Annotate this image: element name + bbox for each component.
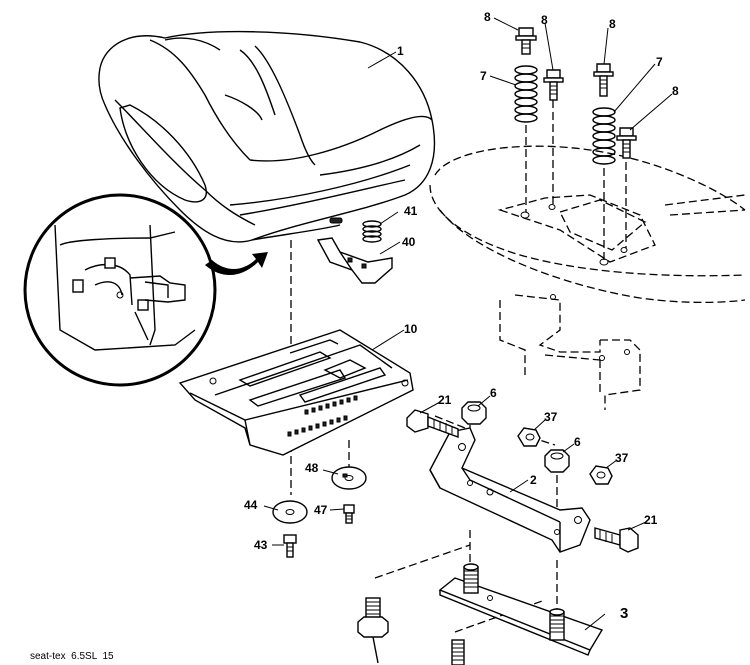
callout-3: 3 (620, 605, 628, 622)
leader-lines (263, 17, 673, 631)
callout-7-a: 7 (480, 69, 487, 83)
callout-8-b: 8 (541, 13, 548, 27)
callout-6-a: 6 (490, 386, 497, 400)
detail-arrow (205, 252, 268, 276)
figure-code: seat-tex 6.5SL 15 (30, 651, 114, 662)
callout-8-d: 8 (672, 84, 679, 98)
seat-bracket (429, 427, 591, 553)
spring-7-b (592, 107, 616, 165)
screw-43 (283, 534, 297, 558)
bolt-8-d (616, 127, 637, 159)
callout-7-b: 7 (656, 55, 663, 69)
callout-21-b: 21 (644, 513, 658, 527)
washer-48 (331, 466, 367, 490)
callout-1: 1 (397, 44, 404, 58)
bolt-8-c (593, 63, 614, 97)
fender-outline (429, 145, 746, 410)
bolt-21-a (406, 409, 459, 439)
callout-47: 47 (314, 503, 328, 517)
stud-lower-center (451, 639, 465, 665)
callout-48: 48 (305, 461, 319, 475)
stud-lower-left (357, 597, 389, 664)
screw-47 (343, 504, 355, 524)
callout-10: 10 (404, 322, 418, 336)
callout-8-a: 8 (484, 10, 491, 24)
bolt-8-a (515, 27, 537, 55)
seat-pan (178, 329, 414, 456)
callout-43: 43 (254, 538, 268, 552)
spring-7-a (514, 65, 538, 123)
detail-callout-circle (23, 193, 217, 387)
callout-8-c: 8 (609, 17, 616, 31)
callout-41: 41 (404, 204, 418, 218)
washer-44 (272, 500, 308, 524)
bolt-8-b (543, 69, 564, 101)
callout-21-a: 21 (438, 393, 452, 407)
mounting-plate (438, 563, 604, 656)
callout-labels: 1 2 3 6 6 7 7 8 8 8 8 10 21 21 37 37 40 … (244, 10, 679, 622)
callout-44: 44 (244, 498, 258, 512)
nut-6-b (544, 449, 570, 473)
nut-6-a (461, 401, 487, 425)
seat (98, 30, 436, 243)
callout-37-a: 37 (544, 410, 558, 424)
nut-37-b (589, 465, 613, 485)
callout-6-b: 6 (574, 435, 581, 449)
seat-pan-slots (287, 395, 358, 437)
bolt-21-b (594, 527, 639, 553)
clip-40 (316, 237, 393, 284)
callout-2: 2 (530, 473, 537, 487)
nut-37-a (517, 427, 541, 447)
callout-37-b: 37 (615, 451, 629, 465)
spring-41 (362, 220, 382, 243)
callout-40: 40 (402, 235, 416, 249)
